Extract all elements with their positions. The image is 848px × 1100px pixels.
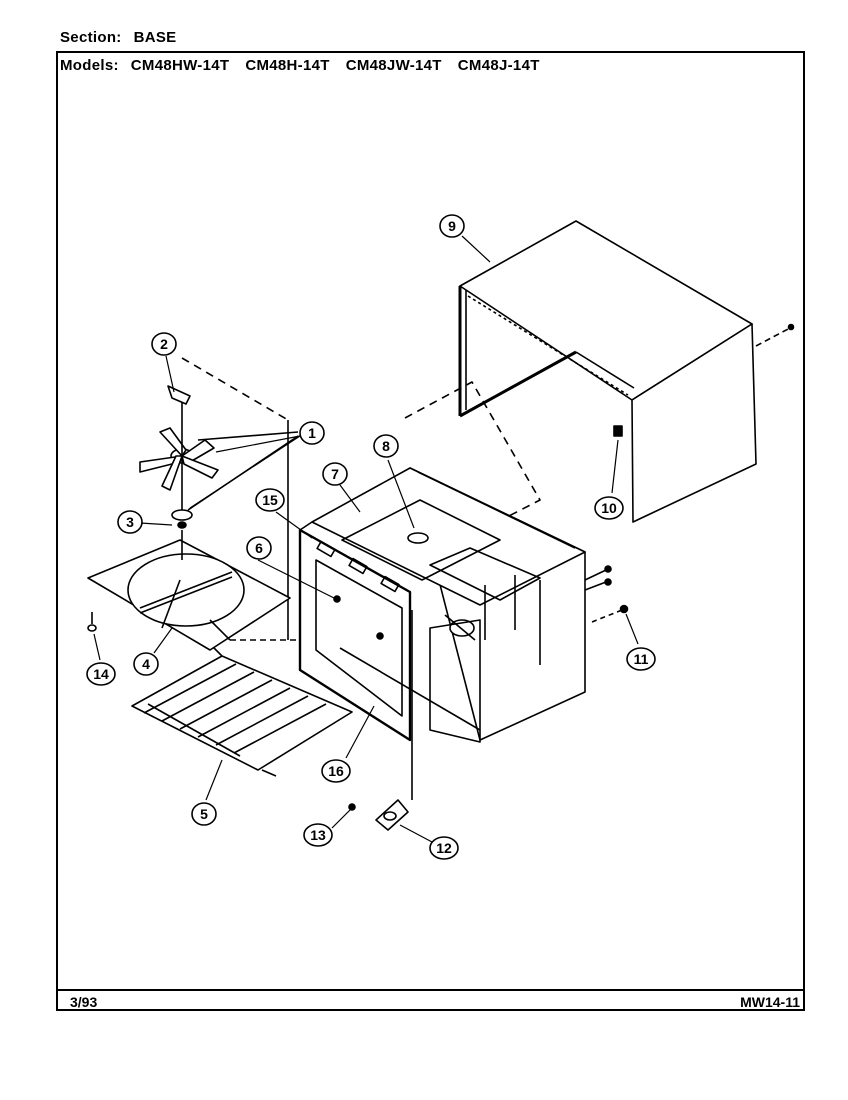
callout-4: 4 — [133, 652, 159, 676]
callout-9: 9 — [439, 214, 465, 238]
bottom-small-parts — [348, 799, 409, 831]
callout-label: 13 — [310, 827, 326, 843]
callout-label: 9 — [448, 218, 456, 234]
section-value: BASE — [133, 29, 177, 46]
callout-3: 3 — [117, 510, 143, 534]
footer-page-code: MW14-11 — [740, 994, 800, 1010]
footer-date: 3/93 — [70, 994, 98, 1010]
callout-label: 10 — [601, 500, 617, 516]
callout-16: 16 — [321, 759, 351, 783]
placement-outline — [404, 381, 541, 537]
callout-label: 8 — [382, 438, 390, 454]
diagram-frame — [56, 51, 805, 1011]
callout-10: 10 — [594, 496, 624, 520]
model-number: CM48H-14T — [245, 57, 330, 74]
callout-12: 12 — [429, 836, 459, 860]
callout-label: 16 — [328, 763, 344, 779]
model-number: CM48JW-14T — [345, 57, 442, 74]
fan-shroud-plate — [87, 530, 300, 651]
models-heading: Models: CM48HW-14T CM48H-14T CM48JW-14T CM48… — [60, 57, 556, 74]
callout-label: 2 — [160, 336, 168, 352]
footer-divider — [56, 989, 805, 991]
callout-label: 1 — [308, 425, 316, 441]
outer-cabinet-wrapper — [458, 220, 795, 523]
leader-lines — [93, 235, 639, 843]
hinge-screws — [584, 425, 629, 623]
fan-assembly — [139, 357, 299, 640]
callout-label: 7 — [331, 466, 339, 482]
callout-11: 11 — [626, 647, 656, 671]
callout-7: 7 — [322, 462, 348, 486]
callout-8: 8 — [373, 434, 399, 458]
callout-label: 6 — [255, 540, 263, 556]
bottom-grille-cover — [131, 647, 353, 777]
callout-label: 15 — [262, 492, 278, 508]
callout-2: 2 — [151, 332, 177, 356]
leg-screw — [87, 612, 97, 632]
model-number: CM48HW-14T — [130, 57, 230, 74]
oven-chassis-base — [311, 467, 586, 741]
callout-label: 11 — [634, 651, 649, 667]
callout-label: 3 — [126, 514, 134, 530]
section-heading: Section: BASE — [60, 29, 176, 46]
front-frame — [298, 521, 481, 800]
callout-6: 6 — [246, 536, 272, 560]
callout-15: 15 — [255, 488, 285, 512]
callout-13: 13 — [303, 823, 333, 847]
callout-label: 12 — [436, 840, 452, 856]
callout-5: 5 — [191, 802, 217, 826]
callout-label: 14 — [93, 666, 109, 682]
section-label: Section: — [60, 29, 122, 46]
callout-group: 1 2 3 4 5 6 7 8 9 10 11 12 13 14 15 16 — [86, 214, 656, 860]
models-label: Models: — [60, 57, 119, 74]
callout-1: 1 — [299, 421, 325, 445]
callout-label: 5 — [200, 806, 208, 822]
model-number: CM48J-14T — [457, 57, 540, 74]
callout-label: 4 — [142, 656, 150, 672]
callout-14: 14 — [86, 662, 116, 686]
